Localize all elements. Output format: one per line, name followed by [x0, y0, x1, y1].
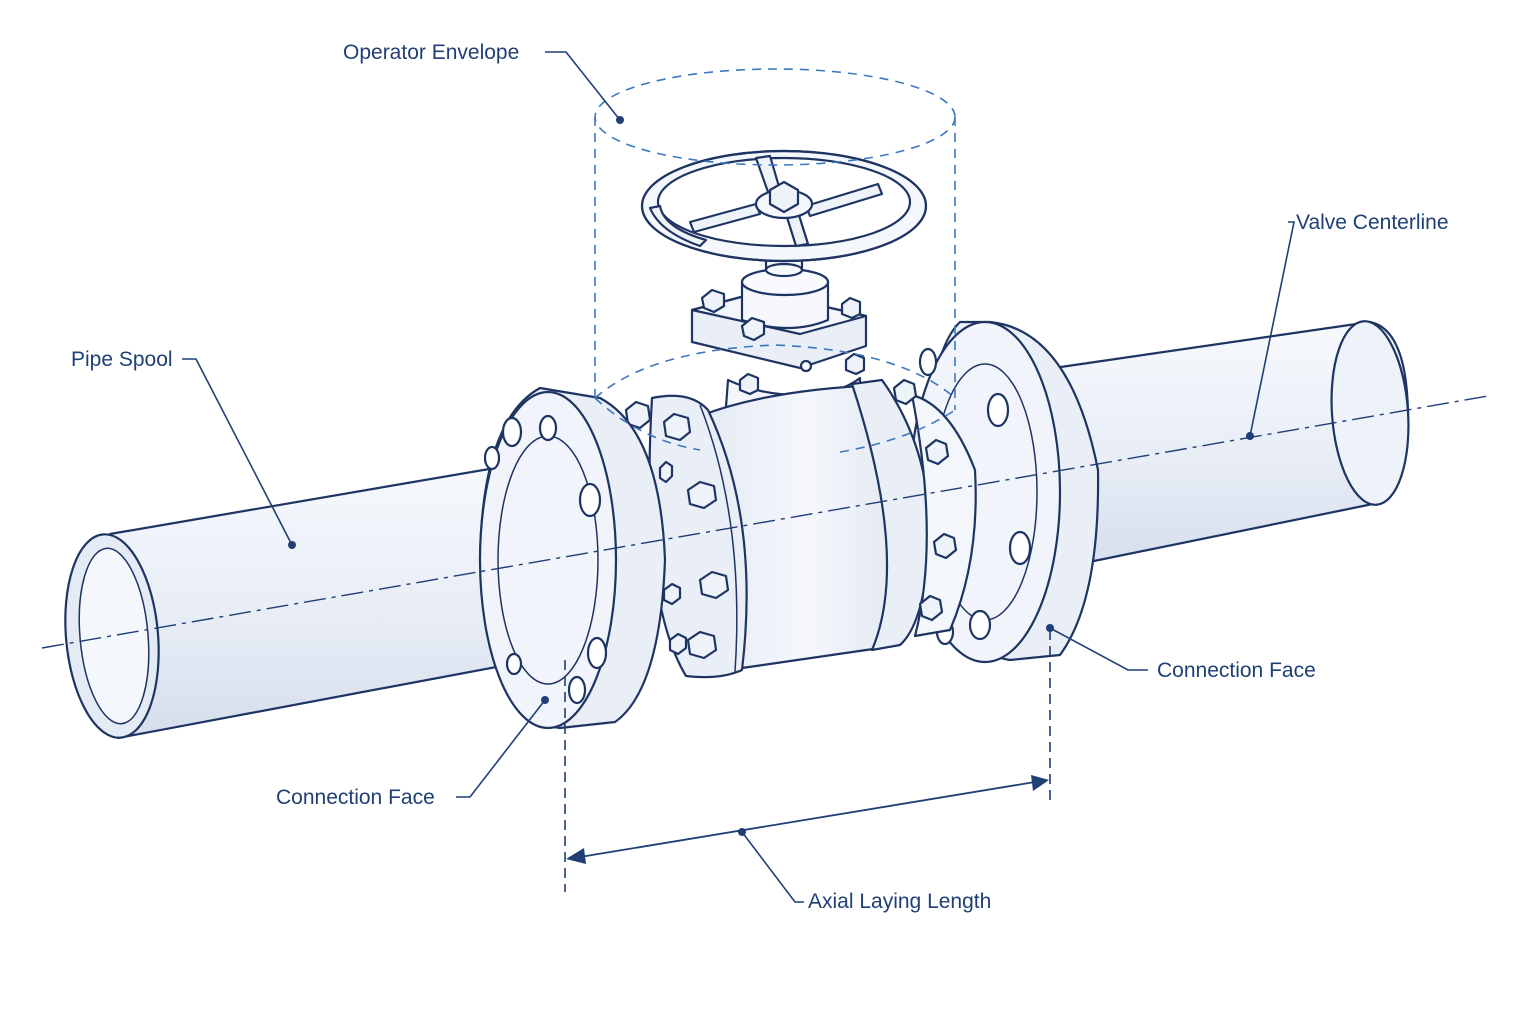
body-bolts-left	[624, 400, 730, 660]
label-connection-face-right: Connection Face	[1157, 659, 1316, 682]
label-connection-face-left: Connection Face	[276, 786, 435, 809]
pipe-spool-right	[1038, 320, 1410, 572]
leader-operator-envelope	[545, 51, 624, 124]
leader-valve-centerline	[1246, 221, 1295, 440]
body-bolts-right	[892, 378, 958, 622]
leader-axial-laying-length	[738, 828, 804, 903]
label-operator-envelope: Operator Envelope	[343, 41, 519, 64]
laying-length-dimension	[564, 630, 1051, 892]
label-valve-centerline: Valve Centerline	[1296, 211, 1449, 234]
leader-pipe-spool	[182, 358, 296, 549]
leader-connection-face-right	[1046, 624, 1148, 671]
operator-envelope	[594, 68, 956, 453]
pipe-spool-left	[64, 460, 562, 740]
flange-left	[478, 386, 667, 730]
label-pipe-spool: Pipe Spool	[71, 348, 173, 371]
label-axial-laying-length: Axial Laying Length	[808, 890, 991, 913]
bonnet	[690, 267, 868, 396]
flange-right	[908, 320, 1100, 664]
valve-body	[648, 376, 977, 679]
leader-connection-face-left	[456, 696, 549, 798]
handwheel	[640, 149, 928, 263]
